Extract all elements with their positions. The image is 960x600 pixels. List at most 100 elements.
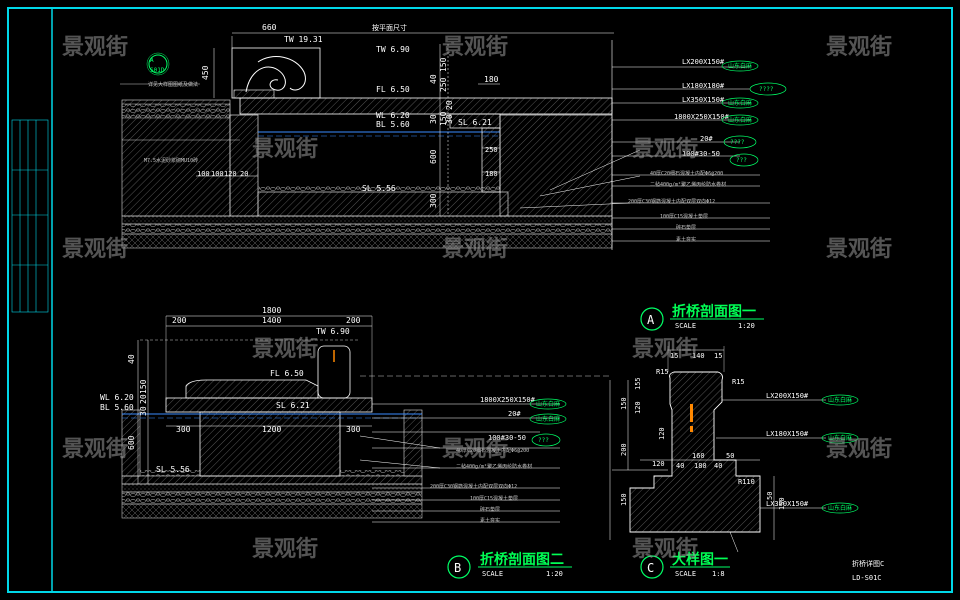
section-a-drawing <box>120 32 770 250</box>
section-a-scale-label: SCALE <box>675 322 696 330</box>
section-a-label: 1800X250X150# <box>674 113 730 121</box>
section-c-radius-3: R110 <box>738 478 755 486</box>
section-c-dim-15b: 15 <box>714 352 722 360</box>
watermark: 景观街 <box>442 436 508 462</box>
watermark: 景观街 <box>826 236 892 262</box>
section-b-dim-v40: 40 <box>127 354 136 364</box>
section-c-dim-v155: 155 <box>634 377 642 390</box>
section-c-dim-v200: 200 <box>620 443 628 456</box>
section-c-dim-h40a: 40 <box>676 462 684 470</box>
section-c-scale-label: SCALE <box>675 570 696 578</box>
section-c-label: LX350X150# <box>766 500 809 508</box>
section-c-radius-1: R15 <box>656 368 669 376</box>
section-b-title-marker: B <box>454 561 461 575</box>
section-a-dim-v600: 600 <box>429 149 438 164</box>
section-a-dim-180: 180 <box>484 75 499 84</box>
watermark: 景观街 <box>62 436 128 462</box>
section-b-dim-200a: 200 <box>172 316 187 325</box>
section-c-label: LX200X150# <box>766 392 809 400</box>
section-a-labels: LX200X150# 山东白麻 LX180X180# ???? LX350X15… <box>628 58 787 243</box>
section-a-label: LX200X150# <box>682 58 725 66</box>
section-b-drawing <box>121 315 612 523</box>
section-b-scale-label: SCALE <box>482 570 503 578</box>
section-c-title: 大样图一 <box>672 551 728 568</box>
section-a-callout-marker: A <box>150 57 154 64</box>
section-b-labels: 1800X250X150# 山东白麻 20# 山东白麻 100#30-50 ??… <box>430 396 567 524</box>
section-c-labels: LX200X150# 山东白麻 LX180X150# 山东白麻 LX350X15… <box>766 392 859 514</box>
section-a-label: 100厚C15混凝土垫层 <box>660 213 708 220</box>
section-b-dim-v20: 20 <box>139 394 148 404</box>
section-a-label: 二毡400g/m²聚乙烯丙纶防水卷材 <box>650 181 726 188</box>
section-b-dim-1200: 1200 <box>262 425 281 434</box>
section-c-label-tag: 山东白麻 <box>828 434 852 442</box>
section-c-dim-h160: 160 <box>692 452 705 460</box>
section-a-dim-450: 450 <box>201 65 210 80</box>
section-a-dim-v20: 20 <box>445 100 454 110</box>
section-b-elev-bl560: BL 5.60 <box>100 403 134 412</box>
section-c-dim-h50: 50 <box>726 452 734 460</box>
section-c-drawing <box>609 346 826 553</box>
section-a-dim-v40: 40 <box>429 74 438 84</box>
section-b-label: 100#30-50 <box>488 434 526 442</box>
section-b-label: 素土夯实 <box>480 517 500 524</box>
section-c-dim-v120b: 120 <box>658 427 666 440</box>
section-b-label: 20# <box>508 410 521 418</box>
section-b-dim-200b: 200 <box>346 316 361 325</box>
section-a-elev-tw690: TW 6.90 <box>376 45 410 54</box>
section-c-dim-15a: 15 <box>670 352 678 360</box>
section-c-dim-v150b: 150 <box>620 493 628 506</box>
section-c-dim-v150a: 150 <box>620 397 628 410</box>
section-b-label: 1800X250X150# <box>480 396 536 404</box>
section-a-elev-sl556: SL 5.56 <box>362 184 396 193</box>
section-a-elev-bl560: BL 5.60 <box>376 120 410 129</box>
section-b-title: 折桥剖面图二 <box>480 551 564 568</box>
section-a-plan-note: 按平面尺寸 <box>372 23 407 32</box>
section-c-dim-v150c: 150 <box>778 497 786 510</box>
sheet-number: LD-S01C <box>852 574 882 582</box>
section-a-label: 200厚C30钢筋混凝土内配双层双向Φ12 <box>628 198 715 205</box>
section-c-label-tag: 山东白麻 <box>828 504 852 512</box>
watermark: 景观街 <box>442 34 508 60</box>
section-c-dim-h180: 180 <box>694 462 707 470</box>
title-strip <box>11 119 49 313</box>
section-b-label: 40厚C20细石混凝土内配Φ6@200 <box>456 447 529 454</box>
section-a-dim-b250: 250 <box>485 146 498 154</box>
section-a-dim-v300: 300 <box>429 193 438 208</box>
watermark: 景观街 <box>632 536 698 562</box>
section-b-elev-sl556: SL 5.56 <box>156 465 190 474</box>
section-a-dim-b100a: 100 <box>197 170 210 178</box>
section-a-label: 碎石垫层 <box>676 224 696 231</box>
section-a-note-masonry: M7.5水泥砂浆砌MU10砖 <box>144 157 198 164</box>
section-a-dim-v150b: 150 <box>439 111 448 126</box>
section-c-dim-v120a: 120 <box>634 401 642 414</box>
section-b-dim-300b: 300 <box>346 425 361 434</box>
section-a-label: 100#30-50 <box>682 150 720 158</box>
section-b-label: 100厚C15混凝土垫层 <box>470 495 518 502</box>
section-b-label-tag: ??? <box>538 437 549 444</box>
section-c-dim-140: 140 <box>692 352 705 360</box>
section-a-label: LX350X150# <box>682 96 725 104</box>
section-a-dim-v250: 250 <box>439 77 448 92</box>
watermark: 景观街 <box>632 336 698 362</box>
watermarks: 景观街 景观街 景观街 景观街 景观街 景观街 景观街 景观街 景观街 景观街 … <box>62 34 892 562</box>
section-a-title-marker: A <box>647 313 655 327</box>
watermark: 景观街 <box>62 34 128 60</box>
section-b-label-tag: 山东白麻 <box>536 415 560 423</box>
section-a-elev-fl650: FL 6.50 <box>376 85 410 94</box>
watermark: 景观街 <box>62 236 128 262</box>
sheet-name: 折桥详图C <box>852 559 884 568</box>
section-b-scale: 1:20 <box>546 570 563 578</box>
section-b-dim-300a: 300 <box>176 425 191 434</box>
section-b-dim-v150: 150 <box>139 379 148 394</box>
section-c-dim-h120: 120 <box>652 460 665 468</box>
section-a-dim-b180: 180 <box>485 170 498 178</box>
section-c-radius-2: R15 <box>732 378 745 386</box>
section-a-label: 40厚C20细石混凝土内配Φ6@200 <box>650 170 723 177</box>
watermark: 景观街 <box>632 136 698 162</box>
section-b-elev-tw690: TW 6.90 <box>316 327 350 336</box>
section-a-title-circle <box>640 307 664 331</box>
section-b-label: 二毡400g/m²聚乙烯丙纶防水卷材 <box>456 463 532 470</box>
watermark: 景观街 <box>442 236 508 262</box>
